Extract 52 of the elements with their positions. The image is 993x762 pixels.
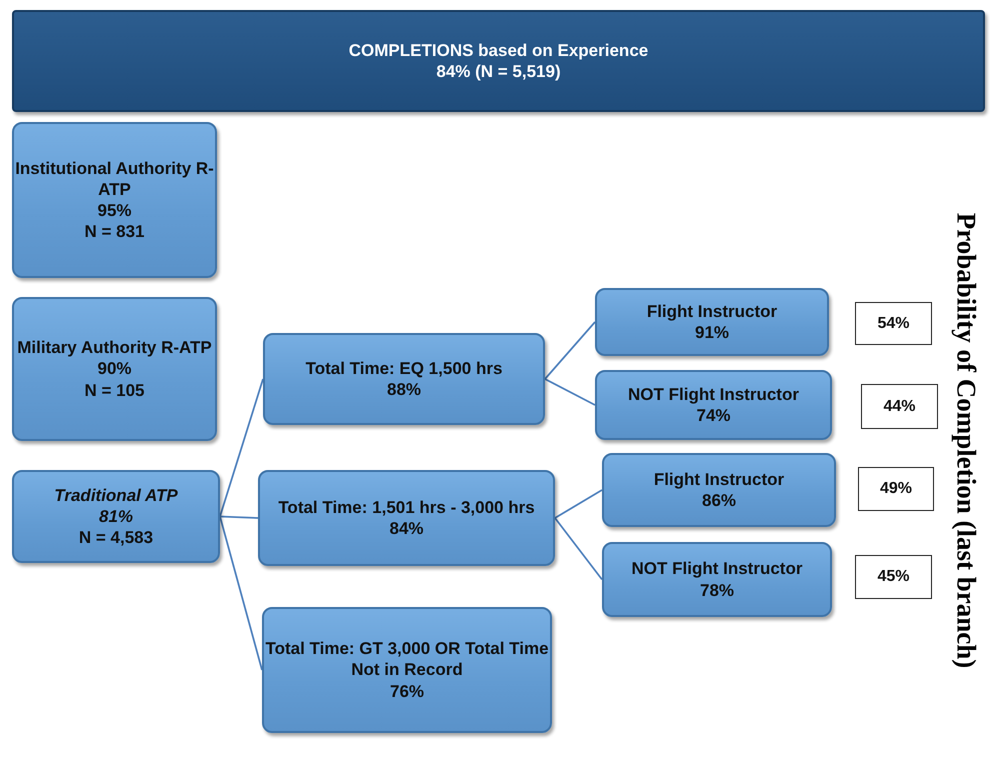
node-value: N = 831 [84, 221, 144, 242]
connector-line [220, 516, 258, 519]
node-value: 95% [97, 200, 132, 222]
node-heading: COMPLETIONS based on Experience [348, 40, 648, 61]
axis-label: Probability of Completion (last branch) [950, 212, 982, 668]
node-heading: 45% [877, 567, 910, 587]
node-value: 91% [694, 322, 730, 344]
connector-line [544, 321, 596, 380]
connector-line [544, 378, 596, 406]
node-value: 81% [98, 506, 134, 528]
node-heading: 49% [880, 479, 912, 499]
category-box [12, 122, 217, 278]
node-heading: Total Time: EQ 1,500 hrs [306, 358, 502, 379]
node-value: 86% [702, 490, 736, 512]
node-heading: Institutional Authority R-ATP [14, 158, 215, 200]
node-heading: NOT Flight Instructor [628, 384, 799, 405]
category-box [595, 370, 832, 440]
node-value: N = 4,583 [78, 527, 154, 548]
category-box [602, 453, 836, 527]
node-heading: Military Authority R-ATP [17, 337, 212, 358]
node-heading: Traditional ATP [54, 484, 178, 506]
category-box [263, 333, 545, 425]
node-heading: Flight Instructor [646, 300, 778, 322]
category-box [258, 470, 555, 566]
node-heading: Total Time: 1,501 hrs - 3,000 hrs [278, 496, 535, 518]
category-box [602, 542, 832, 617]
probability-box [858, 467, 934, 511]
node-heading: Total Time: GT 3,000 OR Total Time Not in Record [264, 638, 550, 681]
node-heading: NOT Flight Instructor [632, 558, 802, 580]
node-value: N = 105 [84, 380, 144, 401]
node-value: 84% [389, 518, 424, 540]
node-value: 74% [696, 405, 731, 426]
node-value: 76% [390, 680, 424, 702]
node-value: 90% [97, 358, 132, 380]
connector-line [554, 517, 603, 580]
category-box [12, 297, 217, 441]
category-box [12, 470, 220, 563]
probability-box [855, 302, 932, 345]
node-heading: 54% [877, 314, 910, 334]
category-box [595, 288, 829, 356]
header-banner [12, 10, 985, 112]
node-value: 84% (N = 5,519) [436, 61, 561, 82]
node-heading: 44% [883, 396, 916, 416]
connector-line [219, 516, 263, 670]
probability-box [855, 555, 932, 599]
node-value: 88% [386, 379, 422, 400]
connector-line [219, 378, 264, 517]
connector-line [554, 489, 602, 519]
node-value: 78% [700, 580, 734, 601]
node-heading: Flight Instructor [654, 468, 784, 490]
probability-box [861, 384, 938, 429]
category-box [262, 607, 552, 733]
